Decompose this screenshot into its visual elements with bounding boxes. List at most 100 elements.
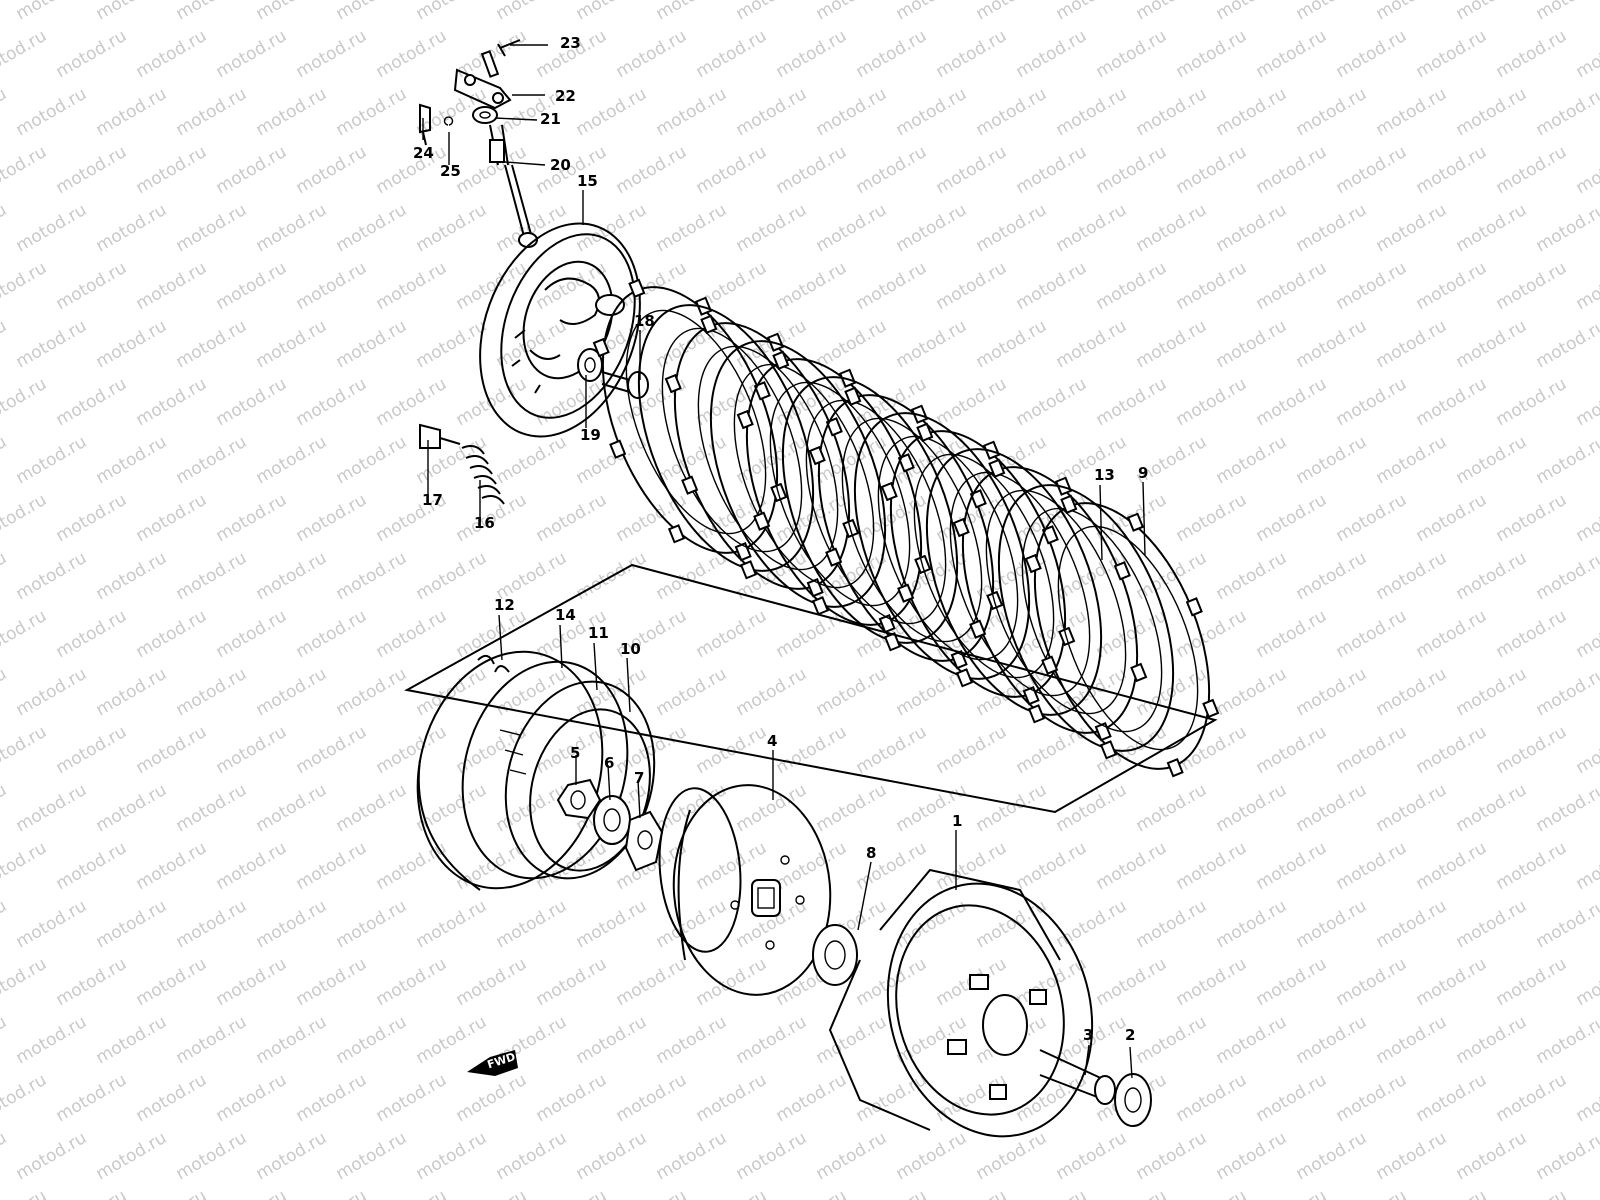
watermark-text: motod.ru <box>0 316 10 372</box>
watermark-text: motod.ru <box>813 200 891 256</box>
watermark-text: motod.ru <box>0 722 50 778</box>
watermark-text: motod.ru <box>1453 316 1531 372</box>
watermark-text: motod.ru <box>1413 258 1491 314</box>
watermark-text: motod.ru <box>373 722 451 778</box>
watermark-text: motod.ru <box>1013 374 1091 430</box>
watermark-text: motod.ru <box>333 780 411 836</box>
watermark-text: motod.ru <box>293 26 371 82</box>
watermark-text: motod.ru <box>973 84 1051 140</box>
watermark-text: motod.ru <box>853 142 931 198</box>
watermark-text: motod.ru <box>493 0 571 24</box>
watermark-text: motod.ru <box>1453 1128 1531 1184</box>
callout-16: 16 <box>474 514 495 532</box>
watermark-text: motod.ru <box>1533 0 1600 24</box>
watermark-text: motod.ru <box>853 838 931 894</box>
watermark-text: motod.ru <box>93 432 171 488</box>
watermark-text: motod.ru <box>0 548 10 604</box>
watermark-text: motod.ru <box>733 1012 811 1068</box>
watermark-text: motod.ru <box>173 780 251 836</box>
plate-tab <box>1130 662 1148 683</box>
watermark-text: motod.ru <box>1093 606 1171 662</box>
watermark-text: motod.ru <box>293 142 371 198</box>
clutch-housing-part <box>828 868 1094 1138</box>
watermark-text: motod.ru <box>13 316 91 372</box>
watermark-text: motod.ru <box>253 780 331 836</box>
watermark-text: motod.ru <box>1053 0 1131 24</box>
plate-tab <box>916 422 934 443</box>
watermark-text: motod.ru <box>1573 838 1600 894</box>
watermark-text: motod.ru <box>1173 490 1251 546</box>
watermark-text: motod.ru <box>1333 374 1411 430</box>
plate-tab <box>772 350 790 371</box>
watermark-text: motod.ru <box>1573 954 1600 1010</box>
plate-tab <box>1126 512 1145 532</box>
watermark-text: motod.ru <box>13 780 91 836</box>
watermark-text: motod.ru <box>333 84 411 140</box>
watermark-text: motod.ru <box>0 490 50 546</box>
watermark-text: motod.ru <box>1533 896 1600 952</box>
watermark-text: motod.ru <box>1373 896 1451 952</box>
watermark-text: motod.ru <box>1093 954 1171 1010</box>
plate-tab <box>825 547 843 567</box>
watermark-text: motod.ru <box>13 84 91 140</box>
watermark-text: motod.ru <box>93 664 171 720</box>
callout-14: 14 <box>555 606 576 624</box>
plate-inner-edge <box>1021 507 1163 733</box>
watermark-text: motod.ru <box>813 0 891 24</box>
watermark-text: motod.ru <box>1253 374 1331 430</box>
watermark-text: motod.ru <box>213 258 291 314</box>
watermark-text: motod.ru <box>1253 954 1331 1010</box>
watermark-text: motod.ru <box>173 200 251 256</box>
watermark-text: motod.ru <box>1333 954 1411 1010</box>
watermark-text: motod.ru <box>733 1128 811 1184</box>
watermark-text: motod.ru <box>1373 1128 1451 1184</box>
watermark-text: motod.ru <box>13 1012 91 1068</box>
watermark-text: motod.ru <box>1213 1128 1291 1184</box>
watermark-text: motod.ru <box>213 142 291 198</box>
watermark-text: motod.ru <box>1253 26 1331 82</box>
watermark-text: motod.ru <box>293 722 371 778</box>
watermark-text: motod.ru <box>1333 606 1411 662</box>
watermark-text: motod.ru <box>333 200 411 256</box>
watermark-text: motod.ru <box>253 1012 331 1068</box>
watermark-text: motod.ru <box>0 432 10 488</box>
release-bearing-part <box>577 348 649 399</box>
watermark-text: motod.ru <box>13 896 91 952</box>
watermark-text: motod.ru <box>93 0 171 24</box>
callout-11: 11 <box>588 624 609 642</box>
callout-18: 18 <box>634 312 655 330</box>
watermark-text: motod.ru <box>1493 1186 1571 1200</box>
watermark-text: motod.ru <box>1453 896 1531 952</box>
watermark-text: motod.ru <box>1413 490 1491 546</box>
watermark-text: motod.ru <box>253 316 331 372</box>
watermark-text: motod.ru <box>733 200 811 256</box>
watermark-text: motod.ru <box>93 200 171 256</box>
watermark-text: motod.ru <box>173 0 251 24</box>
watermark-text: motod.ru <box>1213 200 1291 256</box>
watermark-text: motod.ru <box>893 0 971 24</box>
watermark-text: motod.ru <box>373 954 451 1010</box>
watermark-text: motod.ru <box>1173 954 1251 1010</box>
watermark-text: motod.ru <box>1133 200 1211 256</box>
watermark-text: motod.ru <box>1013 26 1091 82</box>
watermark-text: motod.ru <box>293 606 371 662</box>
plate-tab <box>952 517 970 538</box>
watermark-text: motod.ru <box>893 1128 971 1184</box>
watermark-text: motod.ru <box>253 548 331 604</box>
clutch-plate-stack <box>592 278 1220 778</box>
watermark-text: motod.ru <box>0 838 50 894</box>
watermark-text: motod.ru <box>173 896 251 952</box>
callout-2: 2 <box>1125 1026 1135 1044</box>
callout-24: 24 <box>413 144 434 162</box>
callout-8: 8 <box>866 844 876 862</box>
watermark-text: motod.ru <box>333 1012 411 1068</box>
watermark-text: motod.ru <box>1333 26 1411 82</box>
plate-tab <box>811 596 830 616</box>
watermark-text: motod.ru <box>1053 780 1131 836</box>
watermark-text: motod.ru <box>533 1186 611 1200</box>
watermark-text: motod.ru <box>253 200 331 256</box>
watermark-text: motod.ru <box>53 26 131 82</box>
watermark-text: motod.ru <box>0 200 10 256</box>
watermark-text: motod.ru <box>1173 838 1251 894</box>
callout-23: 23 <box>560 34 581 52</box>
